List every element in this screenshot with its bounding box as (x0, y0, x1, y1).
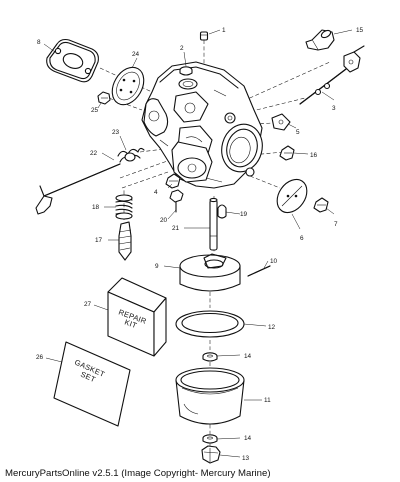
part-label-10: 10 (270, 258, 278, 265)
part-27-repair-kit-box: REPAIR KIT (107, 277, 167, 357)
part-label-19: 19 (240, 211, 248, 218)
part-label-8: 8 (37, 39, 41, 46)
part-label-13: 13 (242, 455, 250, 462)
part-label-18: 18 (92, 204, 100, 211)
part-1-plug (199, 31, 209, 41)
part-4-screw (165, 173, 181, 189)
part-label-12: 12 (268, 324, 276, 331)
part-15-fitting (305, 29, 335, 51)
part-13-nut (201, 445, 221, 464)
part-21-pin (209, 197, 218, 251)
part-label-24: 24 (132, 51, 140, 58)
part-9-float (179, 253, 241, 292)
part-label-27: 27 (84, 301, 92, 308)
part-label-17: 17 (95, 237, 103, 244)
part-label-7: 7 (334, 221, 338, 228)
part-label-25: 25 (91, 107, 99, 114)
part-12-bowl-gasket (175, 310, 245, 338)
part-label-14-lower: 14 (244, 435, 252, 442)
part-label-14-upper: 14 (244, 353, 252, 360)
part-26-gasket-set-envelope: GASKET SET (53, 341, 131, 427)
part-7-screw (313, 197, 329, 213)
part-label-1: 1 (222, 27, 226, 34)
copyright-footer: MercuryPartsOnline v2.5.1 (Image Copyrig… (5, 468, 271, 479)
part-label-26: 26 (36, 354, 44, 361)
part-label-21: 21 (172, 225, 180, 232)
part-label-22: 22 (90, 150, 98, 157)
part-14-washer-upper (202, 352, 218, 362)
part-label-6: 6 (300, 235, 304, 242)
part-label-23: 23 (112, 129, 120, 136)
part-number-labels: 1 2 3 4 5 6 7 8 9 10 11 12 13 14 14 15 1… (36, 27, 364, 462)
part-3-throttle-shaft (299, 45, 365, 105)
part-label-3: 3 (332, 105, 336, 112)
part-label-20: 20 (160, 217, 168, 224)
part-10-float-pin (247, 265, 271, 277)
part-label-5: 5 (296, 129, 300, 136)
part-label-2: 2 (180, 45, 184, 52)
part-6-throttle-plate (276, 178, 308, 214)
part-11-float-bowl (175, 367, 245, 425)
part-18-spring (115, 194, 133, 220)
part-16-screw (279, 145, 295, 161)
carburetor-body (141, 61, 263, 189)
part-14-washer-lower (202, 434, 218, 444)
part-20-screw (169, 189, 184, 213)
part-label-16: 16 (310, 152, 318, 159)
part-label-9: 9 (155, 263, 159, 270)
repair-kit-label-line-2: KIT (123, 317, 138, 330)
part-19-clip (217, 204, 227, 219)
part-23-spring (117, 147, 145, 163)
part-2-cap (179, 66, 193, 76)
part-8-flange-gasket (46, 38, 99, 83)
leader-lines (43, 29, 353, 458)
part-22-choke-shaft (35, 163, 121, 215)
part-17-jet (118, 221, 132, 261)
part-25-screw (97, 91, 111, 105)
part-label-15: 15 (356, 27, 364, 34)
part-label-11: 11 (264, 397, 271, 404)
part-5-lever (271, 113, 291, 131)
part-label-4: 4 (154, 189, 158, 196)
part-24-diaphragm-plate (111, 66, 145, 106)
